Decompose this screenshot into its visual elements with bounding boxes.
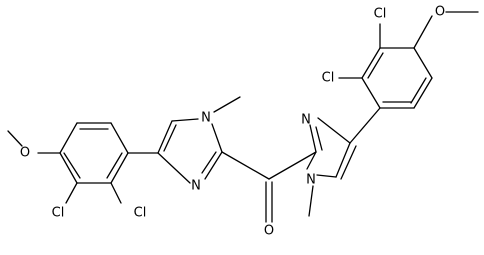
atom-O-methoxy-right: O	[435, 5, 445, 20]
atom-Cl-right-b: Cl	[374, 7, 387, 22]
atom-N-right-ring: N	[301, 113, 311, 128]
atom-labels: O Cl Cl N N O N N Cl Cl O	[20, 5, 445, 239]
atom-Cl-left-b: Cl	[134, 206, 147, 221]
atom-Cl-left-a: Cl	[52, 206, 65, 221]
atom-Cl-right-a: Cl	[322, 71, 335, 86]
atom-O-methoxy-left: O	[20, 146, 30, 161]
atom-N-left-ring: N	[191, 179, 201, 194]
atom-N-left-methyl: N	[201, 111, 211, 126]
atom-O-carbonyl: O	[264, 224, 274, 239]
atom-N-right-methyl: N	[306, 173, 316, 188]
bonds	[7, 11, 479, 223]
